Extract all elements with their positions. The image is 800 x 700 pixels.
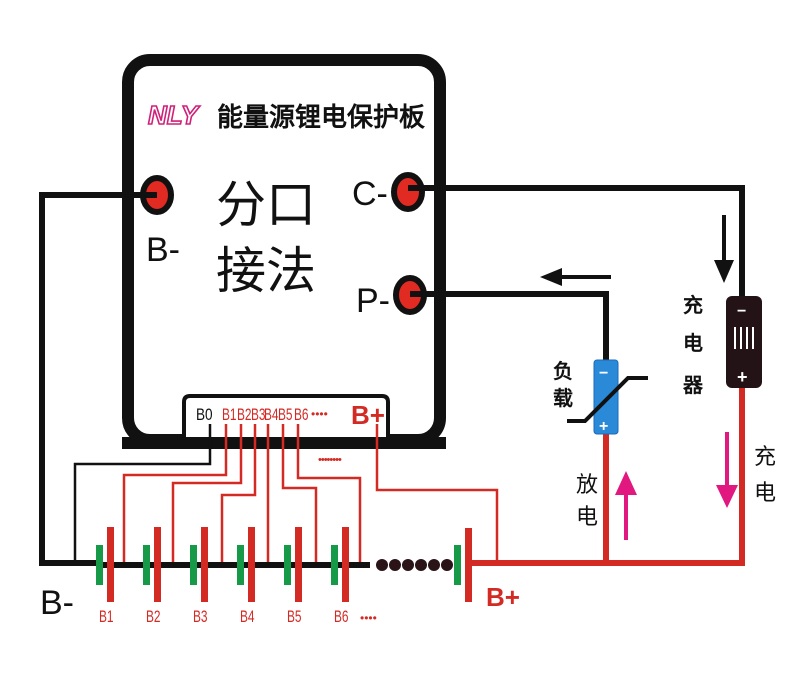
charger-label-line2: 电 bbox=[683, 331, 703, 355]
last-cell-negative-plate bbox=[454, 545, 461, 585]
charge-label-line2: 电 bbox=[754, 481, 776, 506]
battery-cells: B1 B2 B3 B4 B5 B6 bbox=[96, 527, 349, 627]
more-cells-dots: •••• bbox=[360, 611, 377, 625]
tap-wire-b5 bbox=[281, 424, 318, 563]
tap-wire-b1 bbox=[122, 424, 228, 563]
p-minus-wire bbox=[410, 291, 609, 362]
load-device: − + bbox=[567, 359, 648, 435]
charger-body bbox=[726, 296, 762, 388]
cell-label: B5 bbox=[287, 608, 302, 627]
battery-continuation-dots bbox=[376, 559, 453, 571]
pin-label-b0: B0 bbox=[196, 406, 213, 425]
cell-positive-plate bbox=[248, 527, 255, 602]
pin-label-b4: B4 bbox=[264, 406, 279, 425]
c-minus-wire bbox=[408, 185, 745, 296]
charge-flow-arrow-icon bbox=[716, 432, 738, 508]
load-plus-sign: + bbox=[599, 418, 608, 435]
c-minus-terminal-label: C- bbox=[352, 175, 388, 213]
pin-label-b6: B6 bbox=[294, 406, 309, 425]
charge-label-line1: 充 bbox=[754, 445, 776, 470]
brand-logo: NLY bbox=[147, 99, 201, 131]
cell-positive-plate bbox=[154, 527, 161, 602]
load-variable-symbol bbox=[567, 376, 648, 423]
charger-minus-sign: − bbox=[737, 303, 746, 320]
balance-connector bbox=[182, 394, 390, 442]
charge-current-arrow-icon bbox=[714, 215, 734, 283]
load-label-line1: 负 bbox=[553, 359, 573, 383]
c-minus-terminal[interactable] bbox=[391, 172, 425, 212]
p-minus-terminal-label: P- bbox=[356, 282, 390, 320]
cell-positive-plate bbox=[295, 527, 302, 602]
b-minus-main-wire bbox=[39, 192, 157, 566]
pin-label-b-plus: B+ bbox=[351, 400, 385, 430]
discharge-label-line1: 放 bbox=[576, 473, 598, 498]
load-body bbox=[593, 359, 619, 435]
b-minus-terminal-label: B- bbox=[146, 231, 180, 269]
more-taps-dots: •••••••• bbox=[318, 454, 342, 466]
charger-label-line1: 充 bbox=[683, 293, 703, 317]
cell-negative-plate bbox=[284, 545, 291, 585]
charger-plus-sign: + bbox=[737, 367, 748, 387]
discharge-label-line2: 电 bbox=[576, 505, 598, 530]
board-title: 能量源锂电保护板 bbox=[217, 102, 425, 133]
tap-wire-b6 bbox=[296, 424, 362, 563]
cell-negative-plate bbox=[96, 545, 103, 585]
pin-label-b5: B5 bbox=[278, 406, 293, 425]
load-label-line2: 载 bbox=[553, 386, 573, 410]
cell-label: B2 bbox=[146, 608, 161, 627]
cell-label: B6 bbox=[334, 608, 349, 627]
logo-text: NLY bbox=[148, 100, 201, 130]
discharge-flow-arrow-icon bbox=[615, 471, 637, 540]
charger-device: − + bbox=[726, 296, 762, 388]
cell-label: B1 bbox=[99, 608, 114, 627]
connector-pin-labels: B0 B1 B2 B3 B4 B5 B6 •••• B+ bbox=[196, 400, 385, 430]
pin-label-b2: B2 bbox=[237, 406, 252, 425]
tap-wire-b3 bbox=[220, 424, 257, 563]
wiring-method-line2: 接法 bbox=[216, 242, 316, 300]
cell-negative-plate bbox=[190, 545, 197, 585]
load-minus-sign: − bbox=[599, 365, 608, 382]
pin-label-b1: B1 bbox=[222, 406, 237, 425]
balance-tap-wires bbox=[122, 424, 499, 563]
pin-label-ellipsis: •••• bbox=[311, 407, 328, 421]
tap-wire-b-plus bbox=[375, 424, 499, 563]
cell-label: B4 bbox=[240, 608, 255, 627]
discharge-current-arrow-icon bbox=[540, 268, 611, 286]
wiring-method-line1: 分口 bbox=[216, 176, 316, 234]
cell-positive-plate bbox=[342, 527, 349, 602]
pin-label-b3: B3 bbox=[251, 406, 266, 425]
battery-negative-label: B- bbox=[40, 584, 74, 622]
cell-negative-plate bbox=[331, 545, 338, 585]
cell-positive-plate bbox=[107, 527, 114, 602]
cell-negative-plate bbox=[237, 545, 244, 585]
battery-positive-label: B+ bbox=[486, 582, 520, 612]
cell-positive-plate bbox=[201, 527, 208, 602]
b-plus-main-wire bbox=[468, 386, 745, 566]
b0-sense-wire bbox=[73, 424, 212, 563]
charger-label-line3: 器 bbox=[682, 373, 704, 397]
cell-label: B3 bbox=[193, 608, 208, 627]
tap-wire-b2 bbox=[171, 424, 243, 563]
charger-grille-icon bbox=[734, 327, 754, 349]
cell-negative-plate bbox=[143, 545, 150, 585]
